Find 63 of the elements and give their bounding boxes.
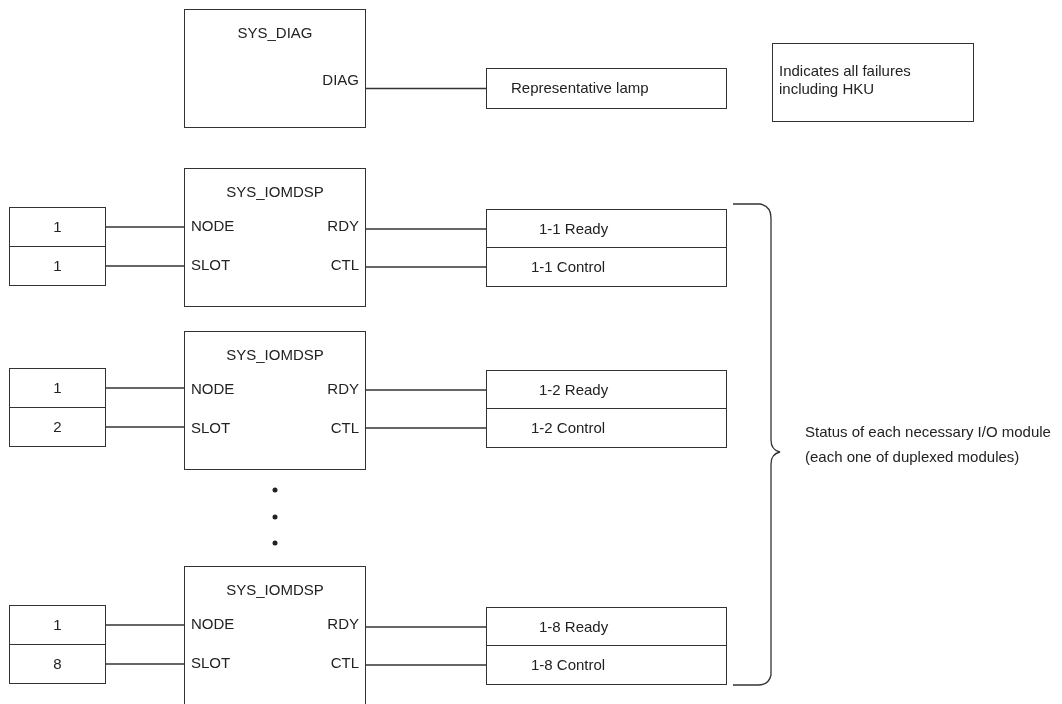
function-block — [184, 566, 366, 704]
pin-label: RDY — [327, 380, 359, 398]
input-box — [9, 605, 106, 645]
value-text: 8 — [52, 655, 63, 673]
connector-line — [365, 389, 487, 391]
pin-label: RDY — [327, 615, 359, 633]
note-box — [772, 43, 974, 122]
connector-line — [105, 426, 185, 428]
pin-label: CTL — [330, 256, 359, 274]
signal-name: Representative lamp — [511, 79, 649, 97]
pin-label: NODE — [191, 217, 235, 235]
value-text: 1 — [52, 616, 63, 634]
output-box — [486, 607, 727, 646]
input-box — [9, 246, 106, 286]
connector-line — [365, 87, 487, 90]
function-block — [184, 331, 366, 470]
value-text: 2 — [52, 418, 63, 436]
connector-line — [365, 427, 487, 429]
input-box — [9, 207, 106, 247]
pin-label: NODE — [191, 615, 235, 633]
pin-label: NODE — [191, 380, 235, 398]
connector-line — [105, 226, 185, 228]
block-title: SYS_IOMDSP — [225, 346, 325, 364]
connector-line — [365, 266, 487, 268]
signal-name: 1-2 Ready — [539, 381, 609, 399]
function-block — [184, 168, 366, 307]
output-box — [486, 68, 727, 109]
output-box — [486, 209, 727, 248]
connector-line — [105, 624, 185, 626]
pin-label: SLOT — [191, 654, 231, 672]
input-box — [9, 407, 106, 447]
function-block — [184, 9, 366, 128]
annotation-text: Status of each necessary I/O module (each one of duplexed modules) — [805, 422, 1052, 467]
signal-name: 1-1 Control — [531, 258, 606, 276]
pin-label: SLOT — [191, 419, 231, 437]
value-text: 1 — [52, 257, 63, 275]
input-box — [9, 368, 106, 408]
connector-line — [105, 387, 185, 389]
output-box — [486, 408, 727, 448]
connector-line — [105, 663, 185, 665]
note-text: Indicates all failures including HKU — [779, 62, 912, 98]
connector-line — [105, 265, 185, 267]
signal-name: 1-8 Control — [531, 656, 606, 674]
output-box — [486, 247, 727, 287]
value-text: 1 — [52, 379, 63, 397]
pin-label: CTL — [330, 654, 359, 672]
input-box — [9, 644, 106, 684]
pin-label: CTL — [330, 419, 359, 437]
connector-line — [365, 228, 487, 230]
block-title: SYS_IOMDSP — [225, 183, 325, 201]
connector-line — [365, 626, 487, 628]
connector-line — [365, 664, 487, 666]
value-text: 1 — [52, 218, 63, 236]
pin-label: SLOT — [191, 256, 231, 274]
block-title: SYS_DIAG — [236, 24, 314, 42]
block-title: SYS_IOMDSP — [225, 581, 325, 599]
signal-name: 1-8 Ready — [539, 618, 609, 636]
pin-label: RDY — [327, 217, 359, 235]
signal-name: 1-1 Ready — [539, 220, 609, 238]
output-box — [486, 645, 727, 685]
pin-label: DIAG — [322, 71, 359, 89]
signal-name: 1-2 Control — [531, 419, 606, 437]
output-box — [486, 370, 727, 409]
